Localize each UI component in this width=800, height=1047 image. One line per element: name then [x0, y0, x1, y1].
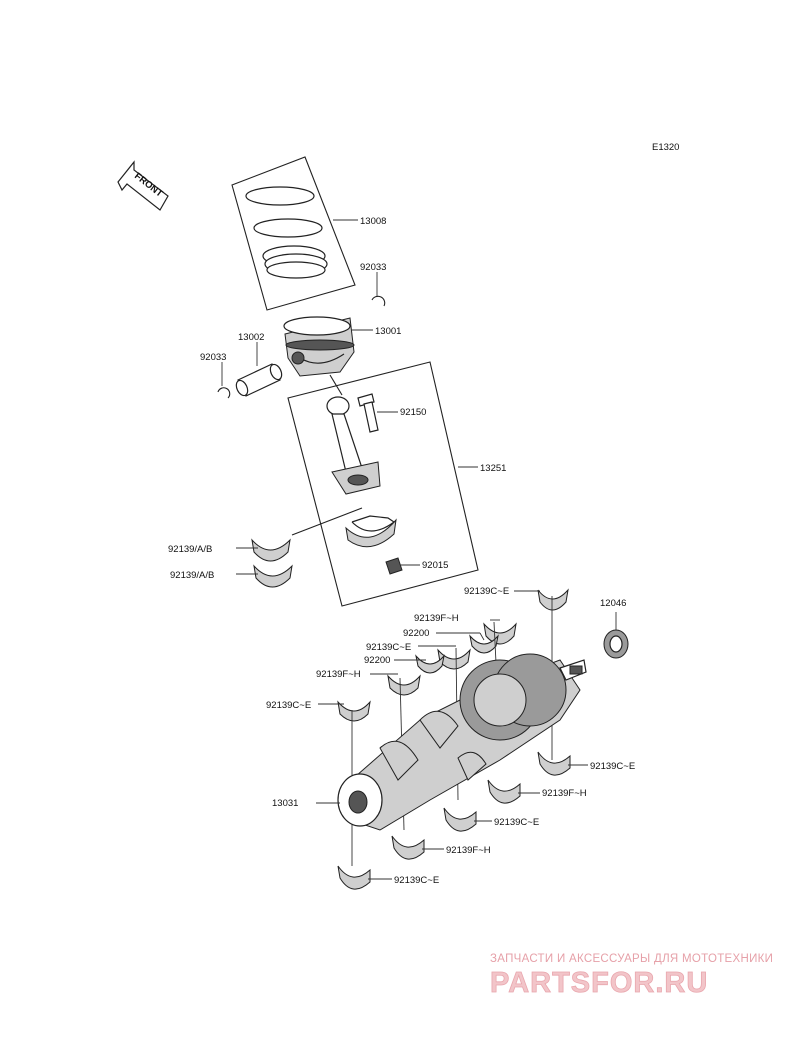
piston-pin: [235, 363, 283, 397]
part-label-piston[interactable]: 13001: [375, 326, 401, 337]
needle-bearing: [603, 629, 629, 659]
crankshaft: [337, 653, 587, 831]
piston-rings-group: [231, 156, 356, 311]
part-label-conrod-nut[interactable]: 92015: [422, 560, 448, 571]
diagram-code: E1320: [652, 142, 679, 153]
lower-bearing-shells: [337, 751, 571, 890]
part-label-piston-pin[interactable]: 13002: [238, 332, 264, 343]
part-label-crankshaft[interactable]: 13031: [272, 798, 298, 809]
part-label-circlip-top[interactable]: 92033: [360, 262, 386, 273]
conrod-bearing-2: [253, 564, 293, 588]
part-label-main-bearing-c-e-mid[interactable]: 92139C~E: [366, 642, 411, 653]
part-label-needle-bearing[interactable]: 12046: [600, 598, 626, 609]
part-label-lower-bearing-c-e-right[interactable]: 92139C~E: [590, 761, 635, 772]
watermark-tagline: ЗАПЧАСТИ И АКСЕССУАРЫ ДЛЯ МОТОТЕХНИКИ: [490, 953, 773, 965]
watermark-brand: PARTSFOR.RU: [490, 967, 708, 999]
circlip-top: [371, 295, 386, 307]
part-label-circlip-left[interactable]: 92033: [200, 352, 226, 363]
part-label-conrod-bearing-2[interactable]: 92139/A/B: [170, 570, 214, 581]
part-label-piston-rings[interactable]: 13008: [360, 216, 386, 227]
part-label-main-bearing-f-h-top[interactable]: 92139F~H: [414, 613, 459, 624]
part-label-conrod-bolt[interactable]: 92150: [400, 407, 426, 418]
upper-bearing-shells: [337, 588, 569, 722]
part-label-main-bearing-top-right[interactable]: 92139C~E: [464, 586, 509, 597]
piston: [283, 316, 355, 396]
circlip-left: [217, 387, 231, 399]
conrod-bearing-1: [251, 538, 291, 562]
part-label-lower-bearing-c-e-bottom[interactable]: 92139C~E: [394, 875, 439, 886]
part-label-main-bearing-f-h-left[interactable]: 92139F~H: [316, 669, 361, 680]
part-label-lower-bearing-c-e-mid[interactable]: 92139C~E: [494, 817, 539, 828]
front-arrow-icon: FRONT: [117, 160, 169, 211]
part-label-thrust-washer-2[interactable]: 92200: [364, 655, 390, 666]
part-label-lower-bearing-f-h-mid[interactable]: 92139F~H: [446, 845, 491, 856]
part-label-thrust-washer-1[interactable]: 92200: [403, 628, 429, 639]
part-label-conrod-assy[interactable]: 13251: [480, 463, 506, 474]
conrod-assy-group: [287, 361, 479, 607]
part-label-main-bearing-c-e-left[interactable]: 92139C~E: [266, 700, 311, 711]
part-label-conrod-bearing-1[interactable]: 92139/A/B: [168, 544, 212, 555]
part-label-lower-bearing-f-h-right[interactable]: 92139F~H: [542, 788, 587, 799]
